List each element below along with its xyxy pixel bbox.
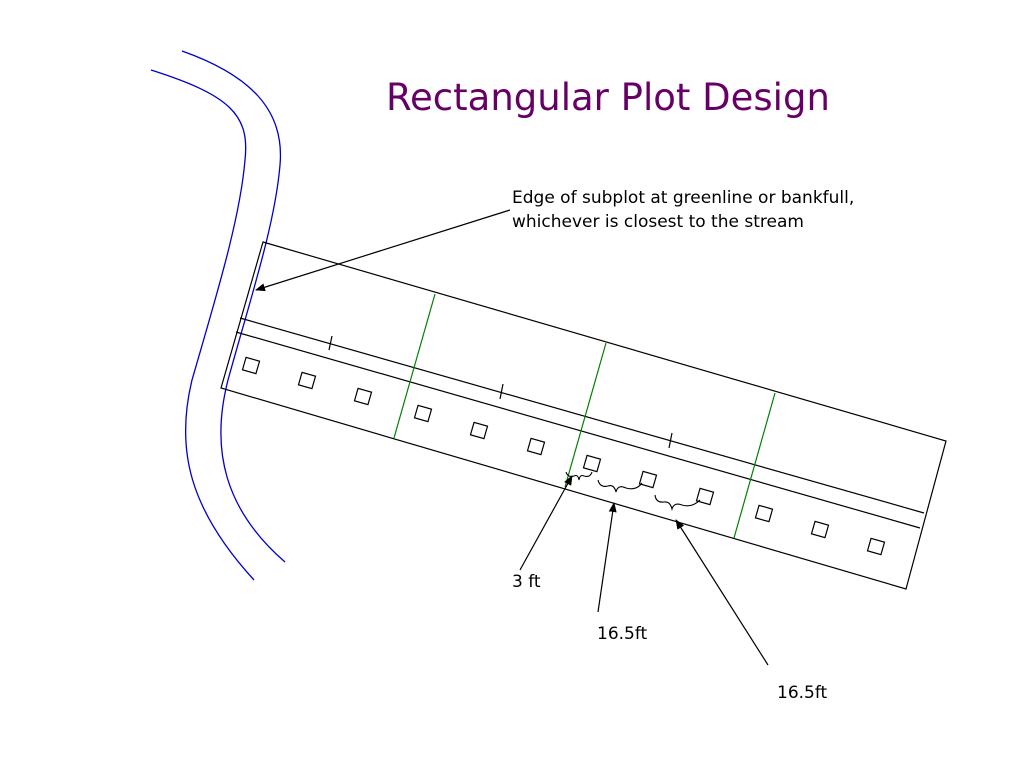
arrow-16-5ft-first	[597, 502, 617, 613]
edge-note-line-2: whichever is closest to the stream	[512, 212, 804, 232]
quadrat-square	[866, 537, 886, 556]
brace-16-5ft-first	[597, 479, 643, 493]
stream-bank-left	[150, 69, 255, 581]
slide-title: Rectangular Plot Design	[386, 76, 830, 119]
label-3ft: 3 ft	[512, 572, 541, 592]
strip-tick-3	[668, 432, 673, 449]
strip-line-lower	[235, 331, 921, 529]
edge-note-line-1: Edge of subplot at greenline or bankfull…	[512, 188, 855, 208]
quadrat-square	[297, 371, 317, 390]
quadrat-squares	[241, 356, 886, 556]
stream-bank-right	[181, 50, 286, 563]
quadrat-square	[526, 437, 546, 456]
strip-line-upper	[239, 317, 925, 514]
quadrat-square	[810, 520, 830, 539]
quadrat-square	[413, 404, 433, 423]
arrow-16-5ft-second	[675, 519, 769, 666]
quadrat-square	[638, 470, 658, 489]
edge-of-subplot-note: Edge of subplot at greenline or bankfull…	[512, 186, 854, 234]
quadrat-square	[469, 421, 489, 440]
subplot-divider-1	[393, 293, 436, 439]
quadrat-square	[582, 454, 602, 473]
quadrat-square	[353, 387, 373, 406]
label-16-5ft-first: 16.5ft	[597, 624, 648, 644]
subplot-divider-2	[564, 342, 607, 488]
arrow-3ft	[519, 475, 573, 571]
quadrat-square	[241, 356, 261, 375]
subplot-divider-3	[733, 392, 776, 539]
strip-tick-1	[328, 335, 333, 351]
strip-tick-2	[499, 383, 504, 400]
arrow-edge-of-subplot	[255, 209, 511, 292]
label-16-5ft-second: 16.5ft	[777, 683, 828, 703]
plot-outline	[220, 241, 947, 590]
quadrat-square	[695, 487, 715, 506]
quadrat-square	[754, 504, 774, 523]
brace-16-5ft-second	[654, 494, 701, 512]
